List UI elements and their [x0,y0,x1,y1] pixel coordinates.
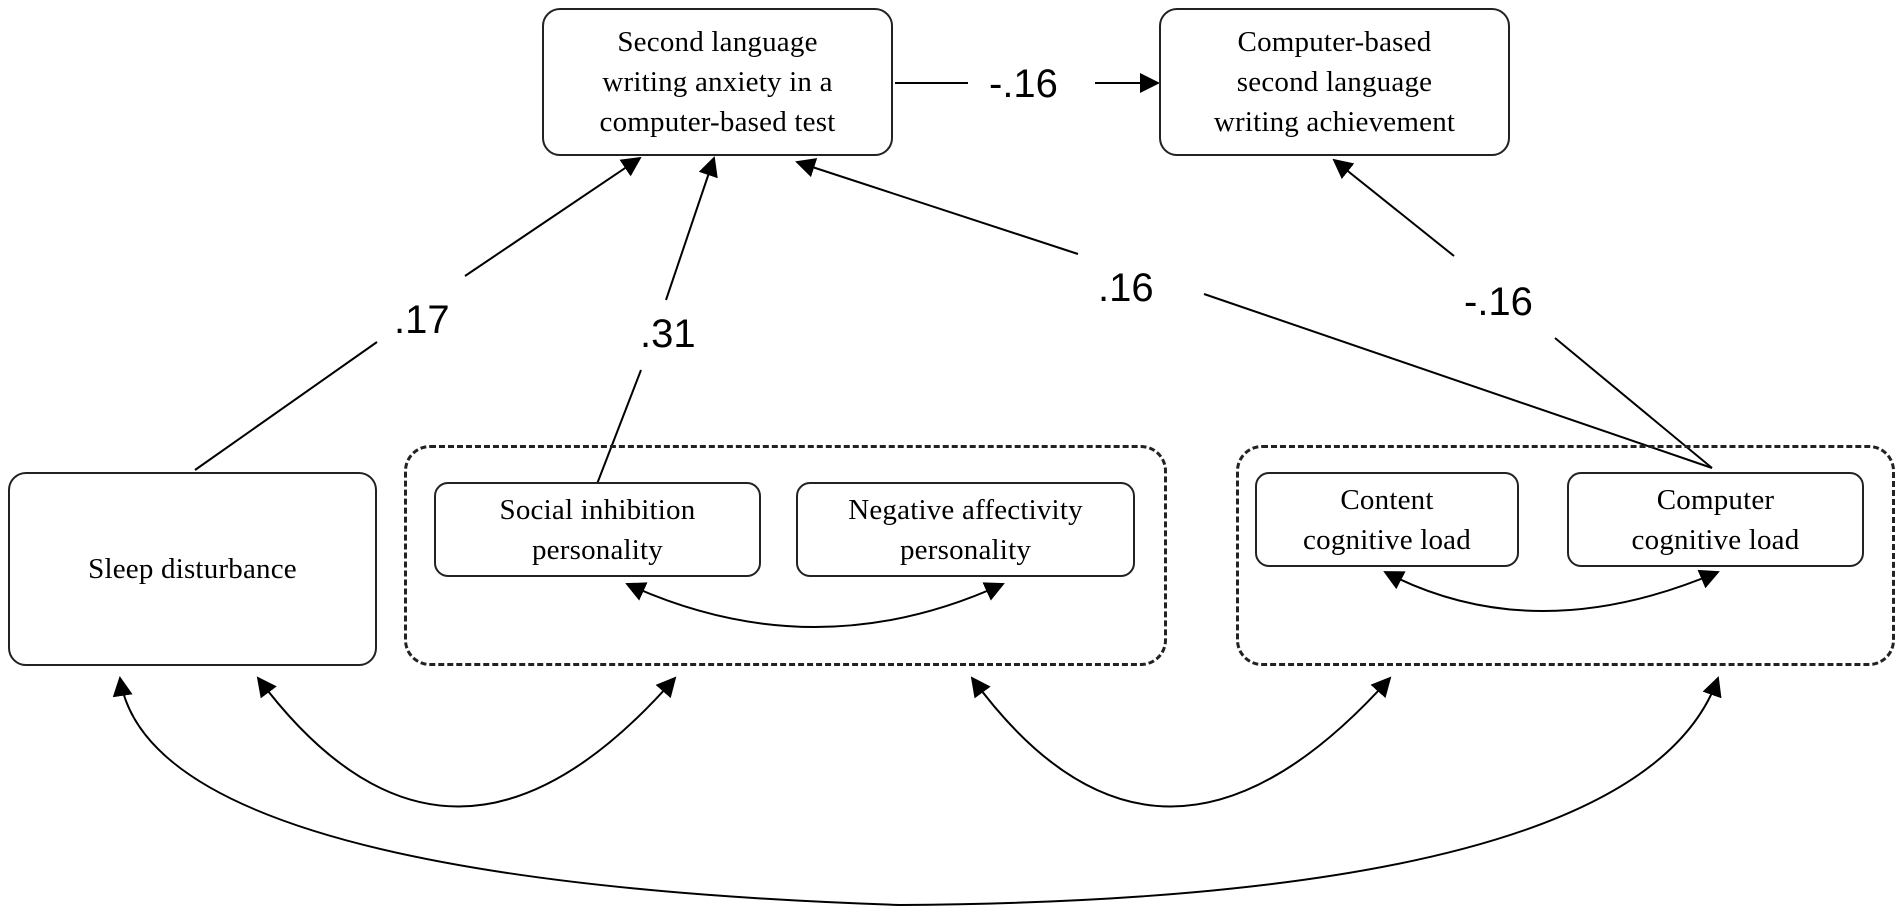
node-social-inhibition: Social inhibition personality [434,482,761,577]
coef-computerload-anxiety: .16 [1094,266,1158,310]
path-arrow-computerload-anxiety [795,158,1079,255]
node-writing-achievement-label: Computer-based second language writing a… [1213,26,1456,138]
coef-anxiety-achievement: -.16 [985,62,1062,106]
coef-sleep-anxiety: .17 [390,298,454,342]
correlation-curve-personality-cognitive [970,676,1392,808]
node-negative-affectivity: Negative affectivity personality [796,482,1135,577]
correlation-curve-content-computer [1383,569,1720,612]
node-negative-affectivity-label: Negative affectivity personality [848,493,1083,566]
node-sleep-disturbance: Sleep disturbance [8,472,377,666]
node-content-cognitive-load-label: Content cognitive load [1303,483,1471,556]
node-writing-anxiety-label: Second language writing anxiety in a com… [599,26,836,138]
node-computer-cognitive-load-label: Computer cognitive load [1631,483,1800,556]
node-writing-anxiety: Second language writing anxiety in a com… [542,8,893,156]
cognitive-load-group [1236,445,1895,666]
path-arrow-sleep-anxiety [464,156,642,277]
personality-group [404,445,1167,666]
node-writing-achievement: Computer-based second language writing a… [1159,8,1510,156]
correlation-curve-social-negative [625,582,1005,628]
coef-social-anxiety: .31 [636,312,700,356]
node-computer-cognitive-load: Computer cognitive load [1567,472,1864,567]
correlation-curve-sleep-personality [256,676,677,808]
node-sleep-disturbance-label: Sleep disturbance [88,553,297,585]
path-line-social-anxiety-lower [596,369,642,485]
path-arrow-computerload-achievement [1332,158,1455,257]
node-content-cognitive-load: Content cognitive load [1255,472,1519,567]
path-arrow-social-anxiety [665,156,718,301]
coef-computerload-achievement: -.16 [1460,280,1537,324]
node-social-inhibition-label: Social inhibition personality [499,493,696,566]
path-line-sleep-anxiety-lower [194,341,378,471]
correlation-curve-sleep-computerload [112,676,1722,907]
path-line-computerload-anxiety-lower [1203,293,1713,469]
